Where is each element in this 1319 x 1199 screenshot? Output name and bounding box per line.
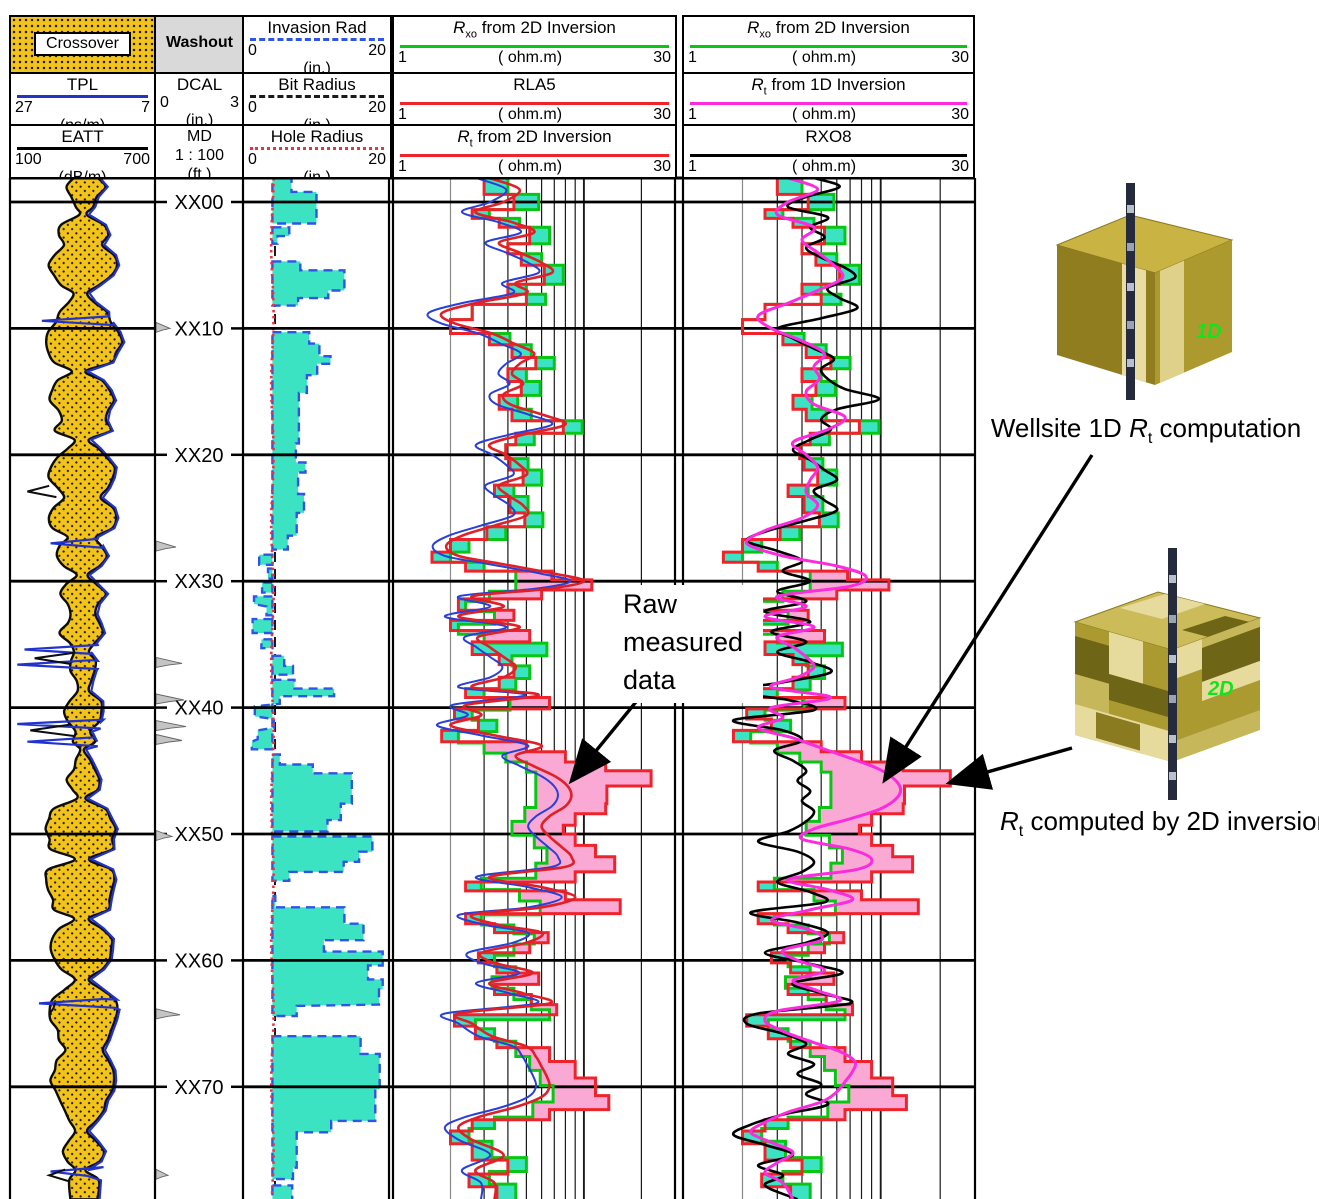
- invasion-unit: (in.): [303, 60, 331, 74]
- raw-measured-data-note: Raw measured data: [601, 585, 763, 703]
- rt-2d-caption: Rt computed by 2D inversion: [1000, 806, 1319, 841]
- t4-rla5-line-sample: [400, 102, 669, 106]
- bit-right: 20: [368, 99, 386, 116]
- depth-label: XX70: [175, 1077, 224, 1099]
- md-title: MD: [187, 128, 212, 145]
- eatt-header: EATT 100 700 (dB/m): [9, 124, 156, 179]
- t5-rxo2d-header: Rxo from 2D Inversion 1 ( ohm.m) 30: [682, 15, 975, 74]
- t5-rxo8-header: RXO8 1 ( ohm.m) 30: [682, 124, 975, 179]
- eatt-unit: (dB/m): [58, 169, 107, 179]
- inversion-step-curves: [426, 178, 653, 1199]
- t4-rxo2d-header: Rxo from 2D Inversion 1 ( ohm.m) 30: [392, 15, 677, 74]
- depth-label: XX10: [175, 318, 224, 340]
- depth-label: XX30: [175, 571, 224, 593]
- bit-left: 0: [248, 99, 257, 116]
- cube-2d-image: 2D: [1073, 548, 1262, 800]
- eatt-title: EATT: [61, 127, 104, 146]
- cube-1d-label: 1D: [1196, 321, 1222, 343]
- tpl-curve: [17, 178, 126, 1199]
- depth-label: XX00: [175, 192, 224, 214]
- tpl-header: TPL 27 7 (ns/m): [9, 72, 156, 126]
- eatt-spike: [34, 651, 76, 665]
- dcal-right: 3: [230, 94, 239, 111]
- eatt-spike: [30, 723, 74, 737]
- t5-rxo2d-line-sample: [690, 45, 967, 49]
- track1-crossover: [17, 178, 126, 1199]
- wellsite-1d-caption: Wellsite 1D Rt computation: [990, 413, 1302, 448]
- tpl-unit: (ns/m): [59, 117, 106, 126]
- hole-right: 20: [368, 151, 386, 168]
- hole-unit: (in.): [303, 169, 331, 179]
- dcal-header: DCAL 0 3 (in.): [154, 72, 245, 126]
- eatt-spike: [27, 484, 57, 499]
- washout-label: Washout: [166, 34, 233, 51]
- t4-rla5-header: RLA5 1 ( ohm.m) 30: [392, 72, 677, 126]
- pointer-arrow: [945, 746, 1073, 790]
- hole-radius-title: Hole Radius: [270, 127, 364, 146]
- cube-2d-label: 2D: [1207, 678, 1234, 700]
- bit-unit: (in.): [303, 117, 331, 126]
- rla5-curve: [439, 178, 586, 1199]
- depth-label: XX20: [175, 445, 224, 467]
- bit-radius-header: Bit Radius 0 20 (in.): [242, 72, 392, 126]
- tpl-line-sample: [17, 95, 148, 98]
- depth-label: XX40: [175, 698, 224, 720]
- eatt-left: 100: [15, 151, 42, 168]
- tpl-right: 7: [141, 99, 150, 116]
- hole-left: 0: [248, 151, 257, 168]
- t5-rxo8-line-sample: [690, 154, 967, 158]
- crossover-header: Crossover: [9, 15, 156, 74]
- depth-gridlines: [10, 200, 975, 1089]
- tpl-left: 27: [15, 99, 33, 116]
- eatt-spike: [46, 1168, 69, 1182]
- dcal-left: 0: [160, 94, 169, 111]
- pointer-arrow: [568, 695, 642, 785]
- md-unit: (ft.): [187, 166, 212, 179]
- crossover-label: Crossover: [34, 32, 131, 56]
- md-scale: 1 : 100: [175, 147, 224, 164]
- rxo-2d-curve: [449, 178, 584, 1199]
- depth-label: XX50: [175, 824, 224, 846]
- cube-1d-image: 1D: [1055, 183, 1234, 400]
- dcal-title: DCAL: [176, 75, 223, 94]
- eatt-right: 700: [123, 151, 150, 168]
- tpl-title: TPL: [66, 75, 99, 94]
- t4-rt2d-header: Rt from 2D Inversion 1 ( ohm.m) 30: [392, 124, 677, 179]
- pointer-arrow: [882, 454, 1094, 784]
- invasion-left: 0: [248, 42, 257, 59]
- annotation-arrows: [568, 454, 1094, 790]
- eatt-line-sample: [17, 147, 148, 150]
- invasion-rad-line-sample: [250, 38, 384, 41]
- invasion-rad-header: Invasion Rad 0 20 (in.): [242, 15, 392, 74]
- hole-radius-header: Hole Radius 0 20 (in.): [242, 124, 392, 179]
- bit-radius-title: Bit Radius: [278, 75, 356, 94]
- depth-label: XX60: [175, 950, 224, 972]
- invasion-right: 20: [368, 42, 386, 59]
- t5-rt1d-line-sample: [690, 102, 967, 106]
- t4-rt2d-line-sample: [400, 154, 669, 158]
- rt-1d-curve: [744, 178, 903, 1199]
- eatt-spike: [48, 1002, 56, 1015]
- washout-header: Washout: [154, 15, 245, 74]
- bit-radius-line-sample: [250, 95, 384, 98]
- md-header: MD 1 : 100 (ft.): [154, 124, 245, 179]
- track3-invasion: [250, 178, 384, 1199]
- t4-rxo2d-line-sample: [400, 45, 669, 49]
- invasion-rad-title: Invasion Rad: [267, 18, 367, 37]
- hole-radius-line-sample: [250, 147, 384, 150]
- rxo-2d-curve: [741, 178, 881, 1199]
- t5-rt1d-header: Rt from 1D Inversion 1 ( ohm.m) 30: [682, 72, 975, 126]
- dcal-unit: (in.): [185, 112, 214, 126]
